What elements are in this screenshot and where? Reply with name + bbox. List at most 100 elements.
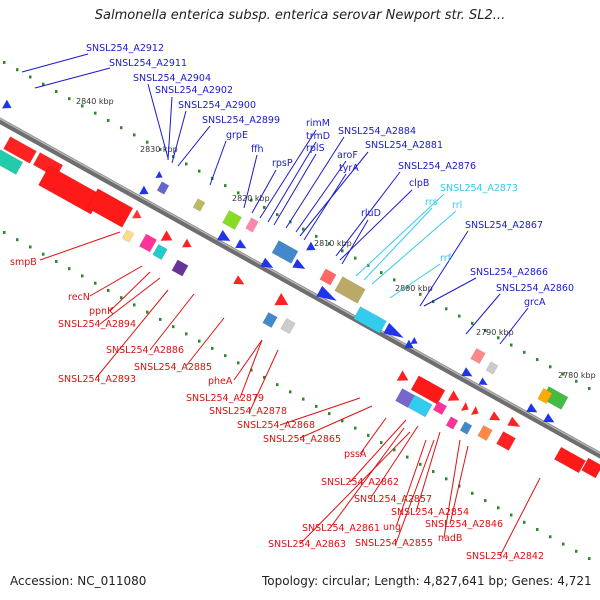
gene-feature[interactable] (460, 402, 471, 414)
gene-label[interactable]: SNSL254_A2866 (470, 267, 548, 278)
gene-label[interactable]: SNSL254_A2881 (365, 140, 443, 151)
gene-feature[interactable] (543, 413, 557, 427)
gene-label[interactable]: SNSL254_A2857 (354, 494, 432, 505)
gene-feature[interactable] (410, 375, 446, 405)
gene-label[interactable]: SNSL254_A2879 (186, 393, 264, 404)
gene-label[interactable]: ffh (251, 144, 264, 155)
gene-feature[interactable] (306, 241, 318, 255)
gene-feature[interactable] (489, 411, 503, 425)
gene-label[interactable]: SNSL254_A2842 (466, 551, 544, 562)
gene-label[interactable]: SNSL254_A2854 (391, 507, 469, 518)
gene-label[interactable]: rimM (306, 118, 330, 129)
gene-feature[interactable] (353, 306, 387, 334)
gene-label[interactable]: SNSL254_A2867 (465, 220, 543, 231)
gene-label[interactable]: recN (68, 292, 90, 303)
gene-feature[interactable] (478, 377, 490, 389)
gene-label[interactable]: SNSL254_A2863 (268, 539, 346, 550)
gene-feature[interactable] (2, 99, 14, 113)
gene-feature[interactable] (271, 240, 299, 264)
gene-label[interactable]: SNSL254_A2904 (133, 73, 211, 84)
gene-label[interactable]: rpsP (272, 158, 293, 169)
gene-label[interactable]: SNSL254_A2884 (338, 126, 416, 137)
gene-feature[interactable] (3, 136, 37, 164)
gene-label[interactable]: smpB (10, 257, 37, 268)
gene-feature[interactable] (245, 217, 259, 233)
gene-label[interactable]: SNSL254_A2894 (58, 319, 136, 330)
gene-label[interactable]: rrf (440, 253, 452, 264)
gene-feature[interactable] (581, 457, 600, 479)
gene-feature[interactable] (554, 446, 586, 474)
gene-label[interactable]: rplS (306, 143, 325, 154)
gene-label[interactable]: SNSL254_A2911 (109, 58, 187, 69)
gene-feature[interactable] (410, 337, 419, 347)
gene-feature[interactable] (139, 185, 151, 199)
gene-label[interactable]: SNSL254_A2865 (263, 434, 341, 445)
gene-label[interactable]: SNSL254_A2873 (440, 183, 518, 194)
gene-label[interactable]: SNSL254_A2878 (209, 406, 287, 417)
gene-feature[interactable] (383, 322, 406, 343)
gene-feature[interactable] (407, 394, 433, 418)
gene-feature[interactable] (274, 292, 291, 311)
gene-feature[interactable] (280, 317, 296, 335)
gene-feature[interactable] (496, 431, 516, 451)
gene-feature[interactable] (132, 209, 144, 223)
gene-feature[interactable] (233, 275, 247, 289)
gene-feature[interactable] (152, 243, 168, 261)
gene-feature[interactable] (121, 229, 135, 243)
gene-feature[interactable] (235, 239, 249, 253)
gene-label[interactable]: grcA (524, 297, 546, 308)
gene-label[interactable]: SNSL254_A2900 (178, 100, 256, 111)
gene-label[interactable]: rluD (361, 208, 381, 219)
gene-label[interactable]: SNSL254_A2846 (425, 519, 503, 530)
gene-feature[interactable] (292, 258, 307, 274)
gene-label[interactable]: ung (383, 522, 401, 533)
gene-feature[interactable] (477, 424, 493, 442)
gene-feature[interactable] (537, 387, 553, 405)
gene-feature[interactable] (171, 259, 189, 277)
gene-feature[interactable] (319, 268, 337, 286)
gene-label[interactable]: clpB (409, 178, 429, 189)
gene-feature[interactable] (445, 416, 459, 430)
gene-feature[interactable] (156, 181, 170, 195)
gene-label[interactable]: SNSL254_A2868 (237, 420, 315, 431)
gene-label[interactable]: nadB (438, 533, 462, 544)
gene-feature[interactable] (86, 188, 134, 228)
gene-label[interactable]: grpE (226, 130, 248, 141)
gene-feature[interactable] (216, 229, 233, 246)
gene-label[interactable]: SNSL254_A2886 (106, 345, 184, 356)
gene-label[interactable]: SNSL254_A2855 (355, 538, 433, 549)
gene-feature[interactable] (447, 390, 463, 405)
gene-feature[interactable] (526, 403, 540, 417)
gene-feature[interactable] (507, 416, 522, 432)
gene-feature[interactable] (262, 311, 278, 329)
gene-feature[interactable] (192, 198, 206, 212)
gene-feature[interactable] (459, 421, 473, 435)
gene-label[interactable]: tyrA (339, 163, 359, 174)
gene-label[interactable]: rrl (452, 200, 462, 211)
gene-feature[interactable] (160, 230, 176, 245)
gene-label[interactable]: SNSL254_A2861 (302, 523, 380, 534)
gene-label[interactable]: SNSL254_A2899 (202, 115, 280, 126)
gene-label[interactable]: SNSL254_A2862 (321, 477, 399, 488)
gene-feature[interactable] (316, 285, 339, 306)
gene-feature[interactable] (155, 171, 164, 181)
gene-label[interactable]: ppnK (89, 306, 114, 317)
gene-feature[interactable] (432, 400, 448, 416)
gene-feature[interactable] (260, 257, 275, 273)
gene-feature[interactable] (182, 238, 194, 252)
gene-feature[interactable] (222, 210, 242, 230)
gene-feature[interactable] (396, 370, 412, 385)
gene-label[interactable]: SNSL254_A2885 (134, 362, 212, 373)
gene-label[interactable]: SNSL254_A2876 (398, 161, 476, 172)
gene-label[interactable]: SNSL254_A2902 (155, 85, 233, 96)
gene-feature[interactable] (139, 233, 157, 253)
gene-label[interactable]: pheA (208, 376, 233, 387)
gene-label[interactable]: trmD (306, 131, 330, 142)
gene-label[interactable]: pssA (344, 449, 367, 460)
gene-feature[interactable] (470, 347, 486, 365)
gene-feature[interactable] (470, 406, 481, 418)
gene-label[interactable]: rrs (425, 197, 438, 208)
gene-feature[interactable] (404, 339, 416, 353)
gene-feature[interactable] (461, 367, 475, 381)
gene-label[interactable]: SNSL254_A2893 (58, 374, 136, 385)
